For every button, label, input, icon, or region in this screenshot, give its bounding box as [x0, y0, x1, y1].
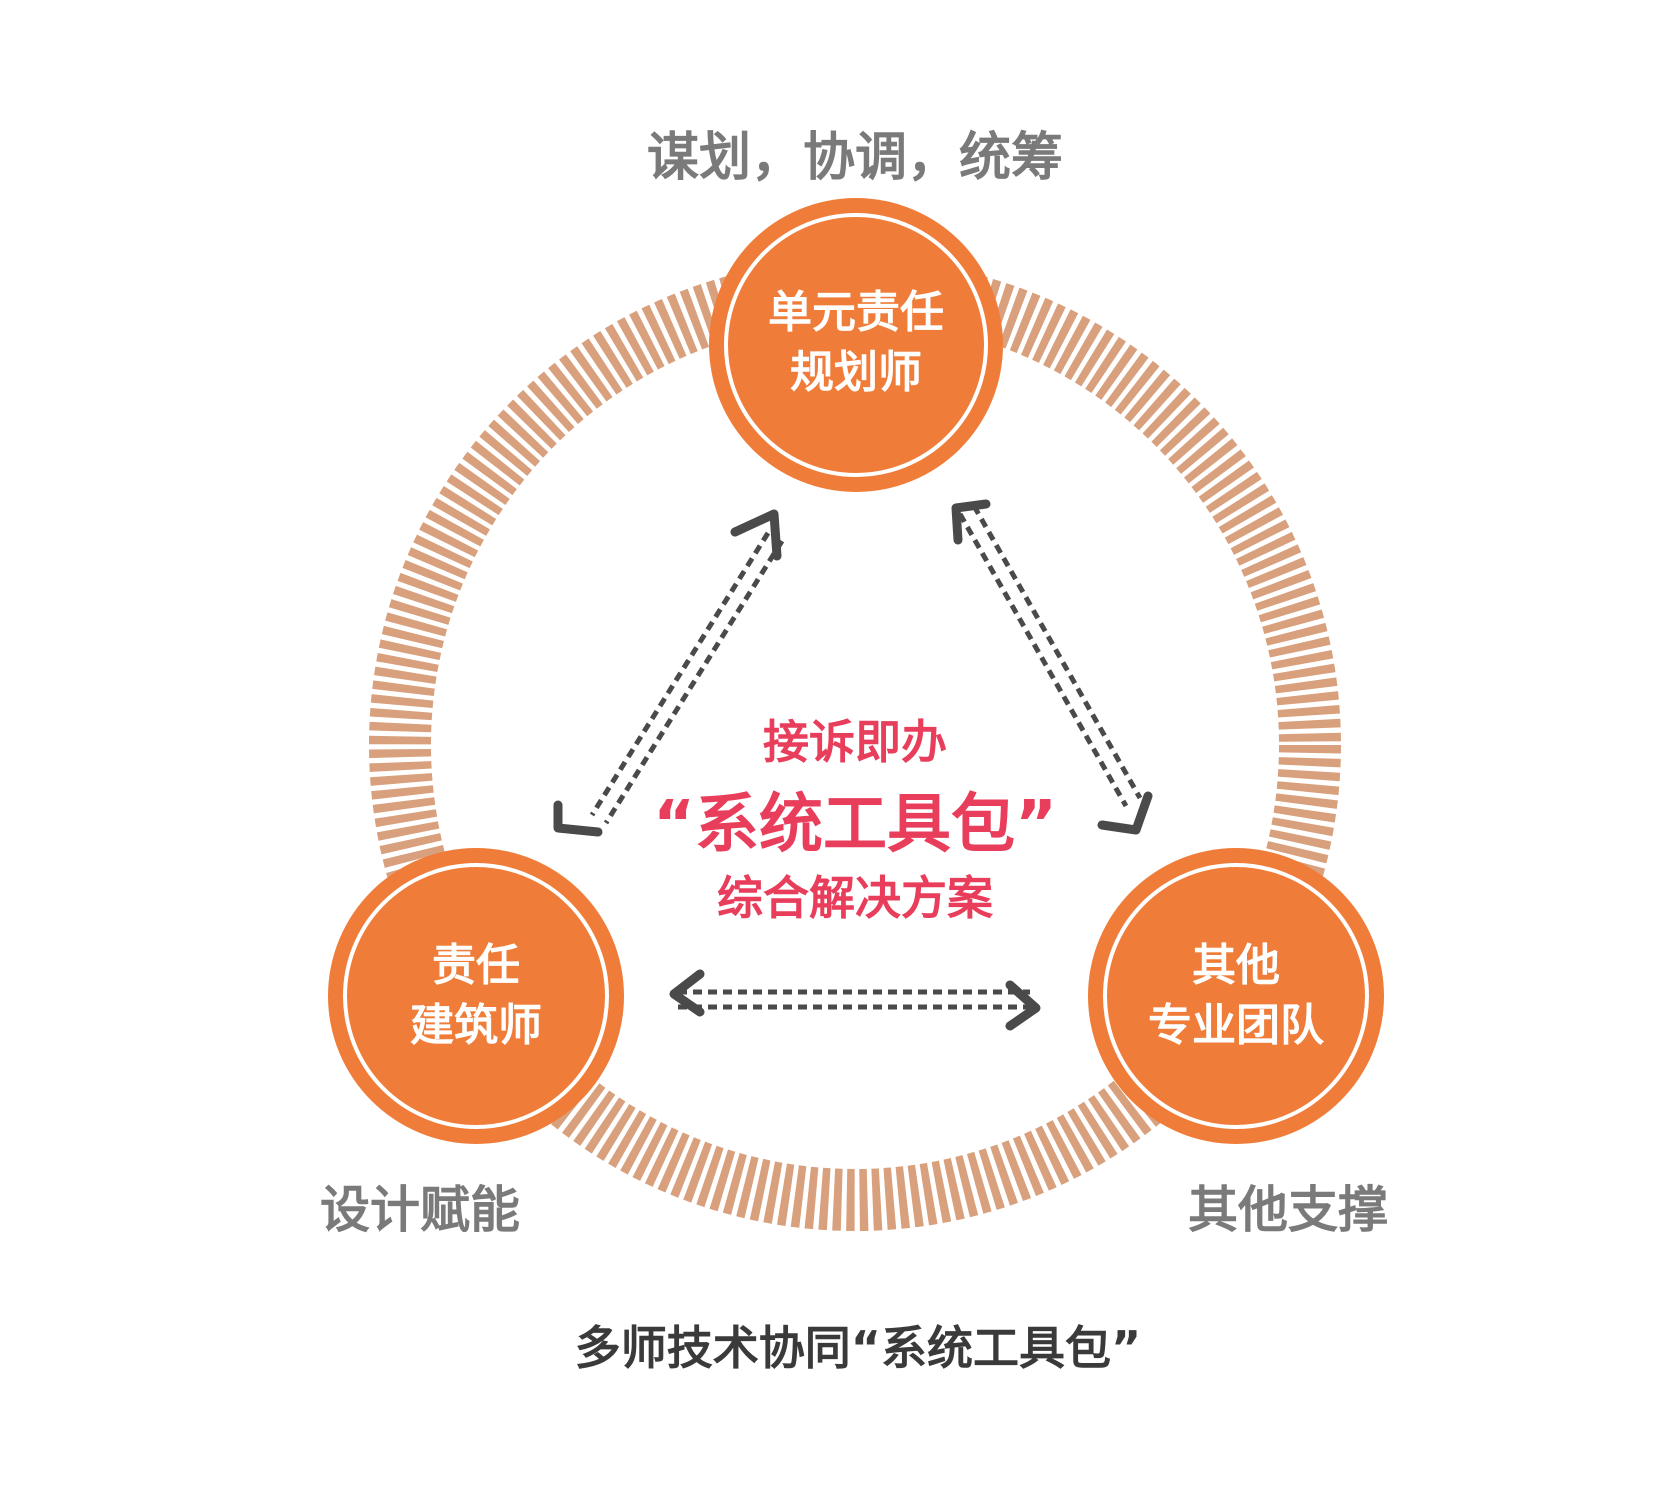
arrowhead-left-icon: [669, 969, 705, 1017]
left-label: 设计赋能: [320, 1181, 520, 1239]
right-label: 其他支撑: [1188, 1181, 1388, 1239]
node-left-line2: 建筑师: [410, 1000, 542, 1051]
diagram-caption: 多师技术协同“系统工具包”: [574, 1321, 1142, 1375]
node-left-text: 责任 建筑师: [326, 936, 626, 1056]
arrow-top-right: [951, 499, 1153, 835]
node-right-line1: 其他: [1192, 940, 1280, 991]
center-line1: 接诉即办: [763, 715, 947, 769]
ring-track: [369, 259, 1341, 1231]
arrow-bottom: [669, 969, 1041, 1031]
node-top-line1: 单元责任: [768, 287, 944, 338]
arrowhead-right-icon: [1005, 980, 1041, 1031]
top-label: 谋划，协调，统筹: [646, 128, 1063, 188]
node-left-line1: 责任: [432, 940, 520, 991]
node-right-text: 其他 专业团队: [1086, 936, 1386, 1056]
node-top-text: 单元责任 规划师: [706, 283, 1006, 403]
node-top: [709, 198, 1003, 492]
node-right-line2: 专业团队: [1148, 1000, 1324, 1051]
node-left: [328, 848, 624, 1144]
arrowhead-up-icon: [951, 499, 991, 545]
arrowhead-down-icon: [1097, 791, 1153, 835]
arrow-group: [553, 499, 1153, 1031]
arrow-top-left: [553, 509, 785, 837]
center-line3: 综合解决方案: [717, 871, 993, 925]
center-line2: “系统工具包”: [652, 788, 1058, 862]
node-top-line2: 规划师: [790, 347, 922, 398]
arrowhead-up-icon: [730, 509, 782, 561]
node-right: [1088, 848, 1384, 1144]
arrowhead-down-icon: [553, 800, 603, 837]
